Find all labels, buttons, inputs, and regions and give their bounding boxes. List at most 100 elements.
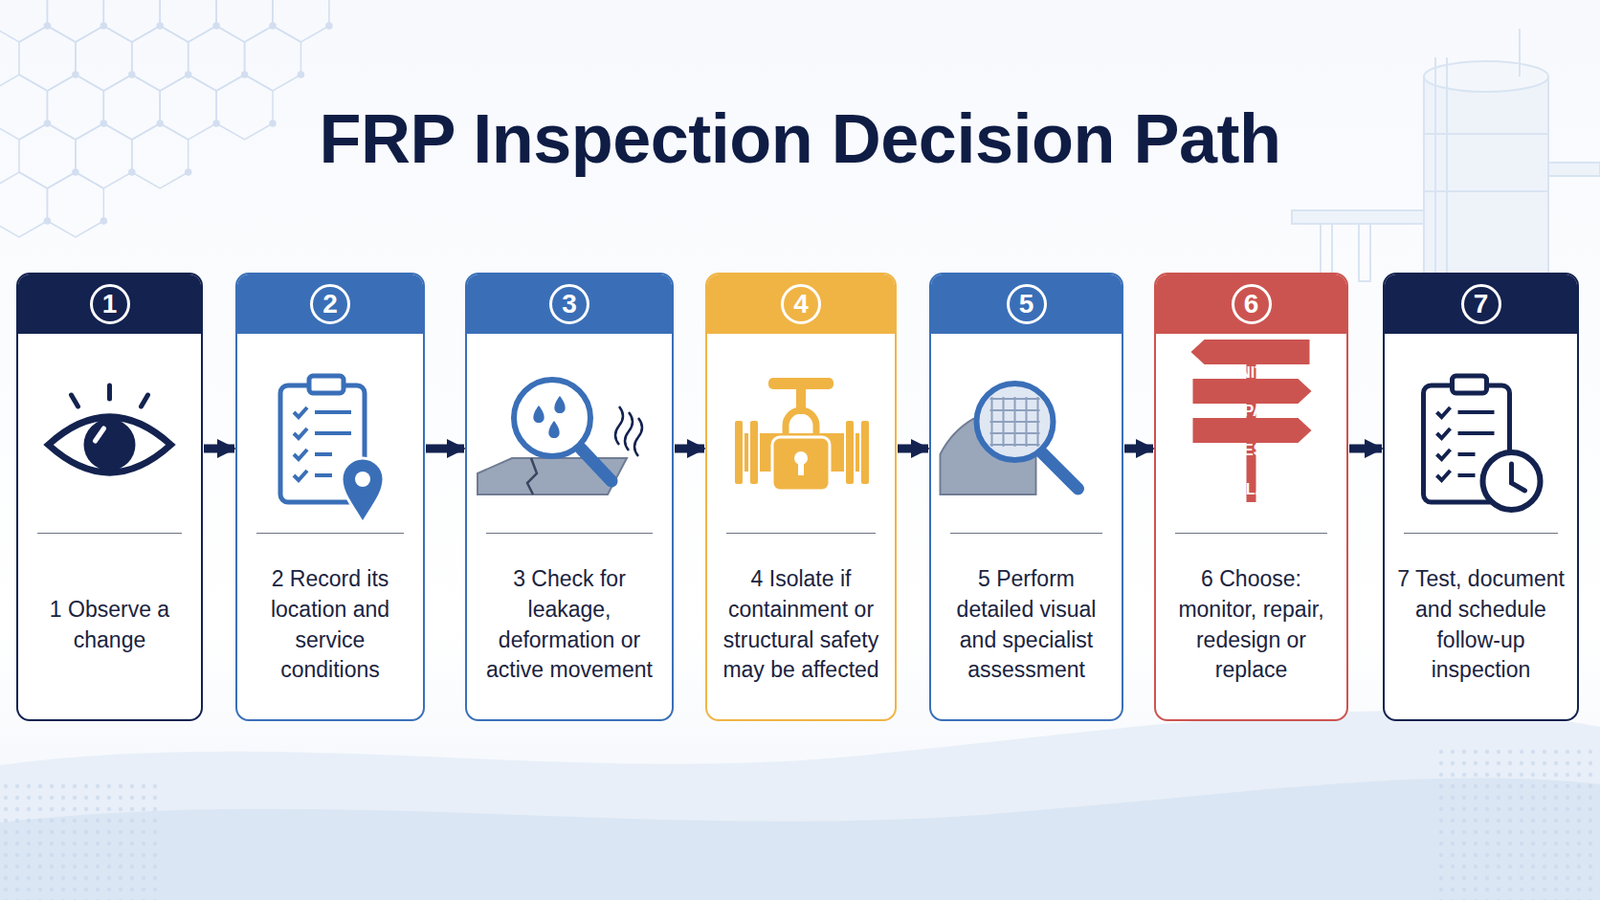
step-icon: [1384, 333, 1579, 532]
step-icon: [1155, 333, 1349, 532]
eye-iris: [84, 419, 136, 471]
lock-shackle: [785, 410, 817, 440]
hexagon: [75, 25, 133, 91]
check-line: [314, 473, 333, 478]
sign-label: REPAIR: [1192, 399, 1311, 424]
divider-line: [950, 533, 1103, 534]
hexagon: [188, 25, 245, 91]
check-mark: [293, 428, 308, 439]
hexagon: [75, 123, 133, 189]
step-text: 7 Test, document and schedule follow-up …: [1392, 564, 1570, 687]
hexagon: [46, 0, 104, 43]
divider-line: [726, 533, 876, 534]
body-area: 6 Choose: monitor, repair, redesign or r…: [1163, 540, 1339, 711]
sign-label: MONITOR: [1192, 360, 1311, 386]
hexagon: [46, 74, 104, 140]
hexagon: [19, 25, 76, 91]
check-line: [1458, 473, 1476, 478]
step-card: 7 7 Test, document and schedule follow-up…: [1382, 272, 1579, 722]
hexagon: [103, 0, 160, 43]
valve-handle: [768, 377, 834, 390]
hexagon-dot: [297, 71, 304, 78]
eye-outline: [48, 417, 172, 473]
eye-lash: [107, 385, 112, 400]
crack: [527, 458, 537, 495]
motion-wave: [624, 412, 633, 451]
hexagon: [0, 0, 47, 43]
hexagon: [103, 74, 160, 140]
step-text: 4 Isolate if containment or structural s…: [714, 564, 888, 687]
hexagon: [272, 0, 330, 43]
step-card: 33 Check for leakage, deformation or act…: [465, 272, 674, 722]
step-number: 5: [1006, 284, 1047, 325]
step-text: 5 Perform detailed visual and specialist…: [938, 564, 1114, 687]
flow-arrow: [897, 444, 929, 454]
step-number: 1: [89, 284, 131, 325]
step-number: 4: [780, 284, 822, 325]
body-area: 2 Record its location and service condit…: [244, 540, 416, 711]
hexagon: [132, 123, 189, 189]
hexagon-dot: [185, 169, 192, 176]
magnifier-lens: [977, 383, 1054, 461]
check-mark: [293, 470, 308, 481]
location-pin: [341, 458, 384, 524]
card-header: 1: [18, 274, 201, 334]
step-card: 4 4 Isolate if containment or structural …: [705, 272, 897, 722]
divider-line: [37, 533, 182, 534]
check-mark: [1437, 407, 1451, 418]
step-card: 2 2 Record its location and service condi…: [235, 272, 425, 722]
pipe-flange: [860, 420, 870, 486]
check-line: [314, 410, 352, 415]
hexagon: [19, 123, 76, 189]
pipe-flange: [733, 420, 744, 486]
divider-line: [1175, 533, 1328, 534]
dot-texture: [1435, 746, 1600, 900]
sign-arrow: [1193, 378, 1312, 404]
clipboard-clip: [1452, 376, 1488, 394]
hexagon: [0, 74, 47, 140]
flow-arrow: [425, 444, 465, 454]
wave: [0, 711, 1600, 900]
flow-arrow: [674, 444, 705, 454]
dot-texture: [0, 784, 163, 900]
hexagon: [244, 25, 302, 91]
check-line: [314, 452, 333, 457]
step-text: 1 Observe a change: [25, 595, 194, 656]
eye-lash: [71, 395, 79, 407]
flow-arrow: [1349, 444, 1382, 454]
card-header: 2: [237, 274, 423, 334]
step-number: 3: [549, 284, 590, 325]
hexagon: [0, 172, 47, 238]
hexagon-dot: [269, 120, 276, 127]
motion-wave: [634, 418, 643, 457]
step-number: 7: [1461, 284, 1502, 325]
sign-label: REPLACE: [1192, 477, 1311, 503]
hexagon-dot: [100, 218, 107, 224]
wave: [0, 777, 1600, 900]
divider-line: [1403, 533, 1558, 534]
diagram-title: FRP Inspection Decision Path: [0, 99, 1600, 178]
step-icon: [237, 333, 425, 532]
body-area: 7 Test, document and schedule follow-up …: [1392, 540, 1570, 711]
check-line: [1458, 431, 1495, 436]
sign-arrow: [1191, 339, 1311, 365]
card-header: 3: [466, 274, 672, 334]
flow-arrow: [1124, 444, 1154, 454]
step-icon: [466, 333, 674, 532]
check-mark: [293, 449, 308, 460]
card-header: 7: [1384, 274, 1578, 334]
body-area: 1 Observe a change: [25, 540, 194, 711]
hexagon-dot: [326, 22, 333, 29]
step-text: 6 Choose: monitor, repair, redesign or r…: [1163, 564, 1339, 687]
hexagon: [216, 0, 273, 43]
hexagon: [132, 25, 189, 91]
hexagon: [159, 0, 217, 43]
pin-hole: [355, 471, 371, 488]
water-drop: [548, 421, 559, 439]
check-line: [1458, 410, 1495, 415]
eye-lash: [141, 395, 149, 407]
clock-face: [1483, 452, 1541, 511]
flow-arrow: [203, 444, 235, 454]
check-line: [1458, 452, 1476, 457]
